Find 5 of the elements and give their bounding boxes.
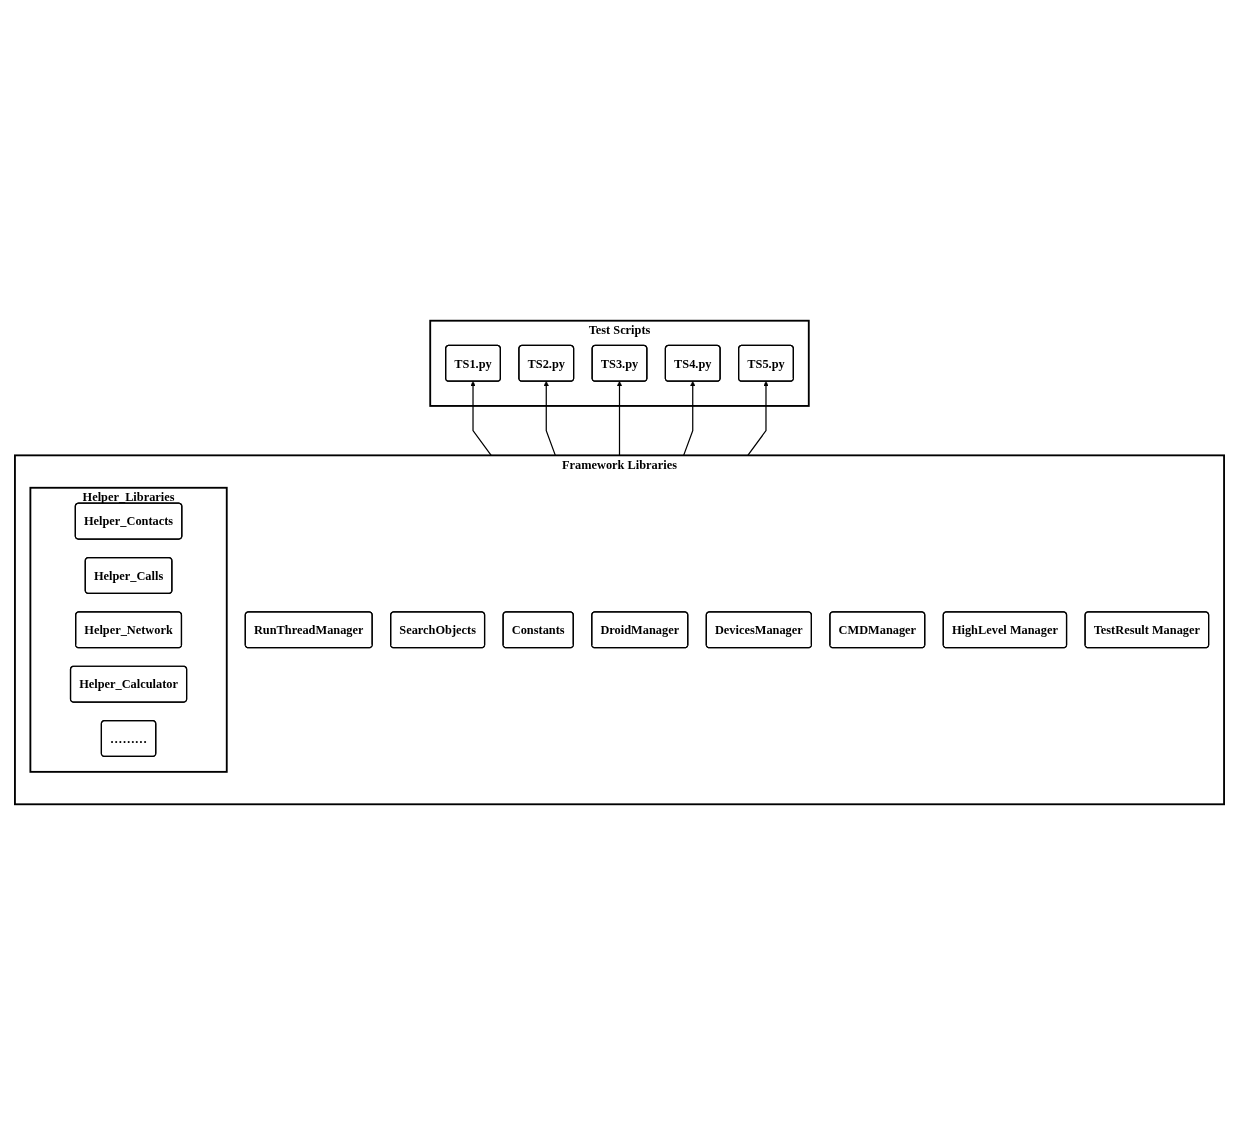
arrow — [616, 381, 623, 456]
arrow — [683, 381, 696, 456]
arrow — [747, 381, 769, 456]
arrow — [470, 381, 492, 456]
arrow — [543, 381, 556, 456]
